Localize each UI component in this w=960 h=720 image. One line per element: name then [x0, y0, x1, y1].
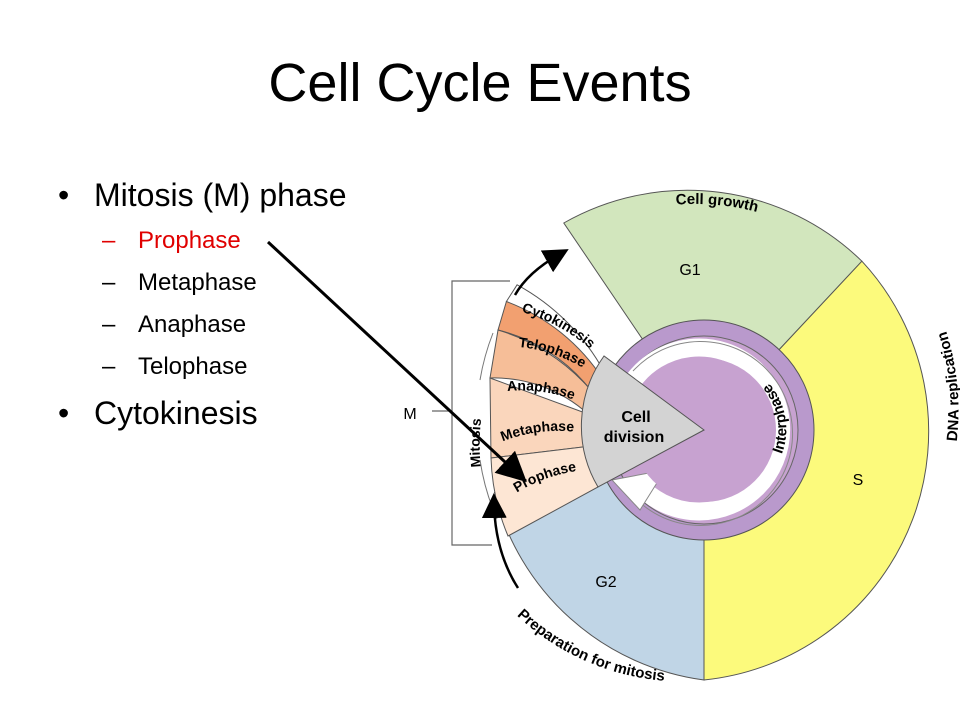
sub-bullet-telophase: –Telophase — [58, 346, 347, 388]
interphase-arrowhead — [611, 469, 667, 511]
interphase-arrow-outline — [627, 340, 794, 526]
sub-bullet-anaphase-text: Anaphase — [138, 311, 247, 338]
dash: – — [102, 269, 116, 296]
bullet-cytokinesis-text: Cytokinesis — [94, 395, 258, 431]
sub-bullet-metaphase: –Metaphase — [58, 262, 347, 304]
dash: – — [102, 353, 116, 380]
sub-bullet-prophase: –Prophase — [58, 220, 347, 262]
prophase-pointer-arrow — [266, 240, 527, 483]
slide-title: Cell Cycle Events — [268, 53, 692, 113]
g1-label: G1 — [679, 262, 700, 279]
m-label: M — [403, 406, 416, 423]
s-label: S — [853, 472, 864, 489]
cell-division-line2: division — [604, 429, 664, 446]
sub-bullet-prophase-text: Prophase — [138, 227, 241, 254]
dash: – — [102, 227, 116, 254]
bullet-list: •Mitosis (M) phase –Prophase –Metaphase … — [58, 170, 347, 438]
cell-division-wedge — [580, 355, 705, 488]
interphase-arrow — [625, 338, 791, 521]
sub-bullet-anaphase: –Anaphase — [58, 304, 347, 346]
cell-division-line1: Cell — [621, 409, 650, 426]
mitosis-label: Mitosis — [467, 417, 485, 468]
s-sector — [703, 260, 930, 681]
bullet-mitosis: • Mitosis (M) phase — [58, 170, 347, 220]
bullet-mitosis-text: Mitosis (M) phase — [94, 177, 347, 213]
bullet-dot: • — [58, 177, 70, 213]
dna-replication-label: DNA replication — [934, 330, 960, 442]
cytokinesis-arrow — [513, 249, 569, 296]
bullet-cytokinesis: • Cytokinesis — [58, 388, 347, 438]
dash: – — [102, 311, 116, 338]
bullet-dot: • — [58, 395, 70, 431]
sub-bullet-telophase-text: Telophase — [138, 353, 248, 380]
g1-sector — [563, 189, 863, 431]
g2-label: G2 — [595, 574, 616, 591]
sub-bullet-metaphase-text: Metaphase — [138, 269, 257, 296]
preparation-arrow — [481, 493, 520, 589]
